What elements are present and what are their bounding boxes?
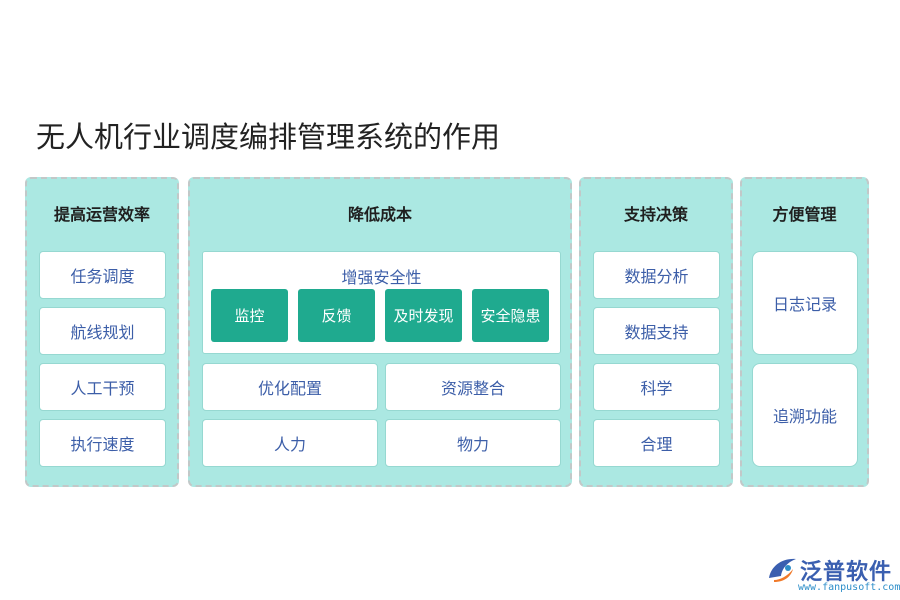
- chip-safety-hazard: 安全隐患: [472, 289, 549, 342]
- column-heading: 提高运营效率: [53, 205, 150, 224]
- list-item: 科学: [593, 363, 720, 411]
- chip-monitor: 监控: [211, 289, 288, 342]
- grid-item: 物力: [385, 419, 561, 467]
- safety-panel: 增强安全性 监控 反馈 及时发现 安全隐患: [202, 251, 561, 354]
- logo-name: 泛普软件: [800, 560, 893, 585]
- column-heading: 方便管理: [772, 205, 837, 224]
- list-item: 航线规划: [39, 307, 166, 355]
- list-item: 追溯功能: [752, 363, 858, 467]
- chip-feedback: 反馈: [298, 289, 375, 342]
- list-item: 数据支持: [593, 307, 720, 355]
- grid-item: 人力: [202, 419, 378, 467]
- brand-logo: 泛普软件 www.fanpusoft.com: [766, 548, 900, 596]
- column-heading: 支持决策: [623, 205, 688, 224]
- column-heading: 降低成本: [347, 205, 412, 224]
- list-item: 数据分析: [593, 251, 720, 299]
- chip-timely-discovery: 及时发现: [385, 289, 462, 342]
- grid-item: 资源整合: [385, 363, 561, 411]
- list-item: 任务调度: [39, 251, 166, 299]
- logo-url: www.fanpusoft.com: [798, 582, 900, 593]
- column-management: 方便管理 日志记录 追溯功能: [740, 177, 869, 487]
- list-item: 合理: [593, 419, 720, 467]
- panel-title: 增强安全性: [341, 268, 422, 287]
- column-efficiency: 提高运营效率 任务调度 航线规划 人工干预 执行速度: [25, 177, 179, 487]
- grid-item: 优化配置: [202, 363, 378, 411]
- page-title: 无人机行业调度编排管理系统的作用: [36, 120, 501, 154]
- list-item: 日志记录: [752, 251, 858, 355]
- list-item: 人工干预: [39, 363, 166, 411]
- fanpu-logo-icon: [769, 558, 796, 582]
- column-cost: 降低成本 增强安全性 监控 反馈 及时发现 安全隐患 优化配置 资源整合 人力 …: [188, 177, 572, 487]
- list-item: 执行速度: [39, 419, 166, 467]
- column-decision: 支持决策 数据分析 数据支持 科学 合理: [579, 177, 733, 487]
